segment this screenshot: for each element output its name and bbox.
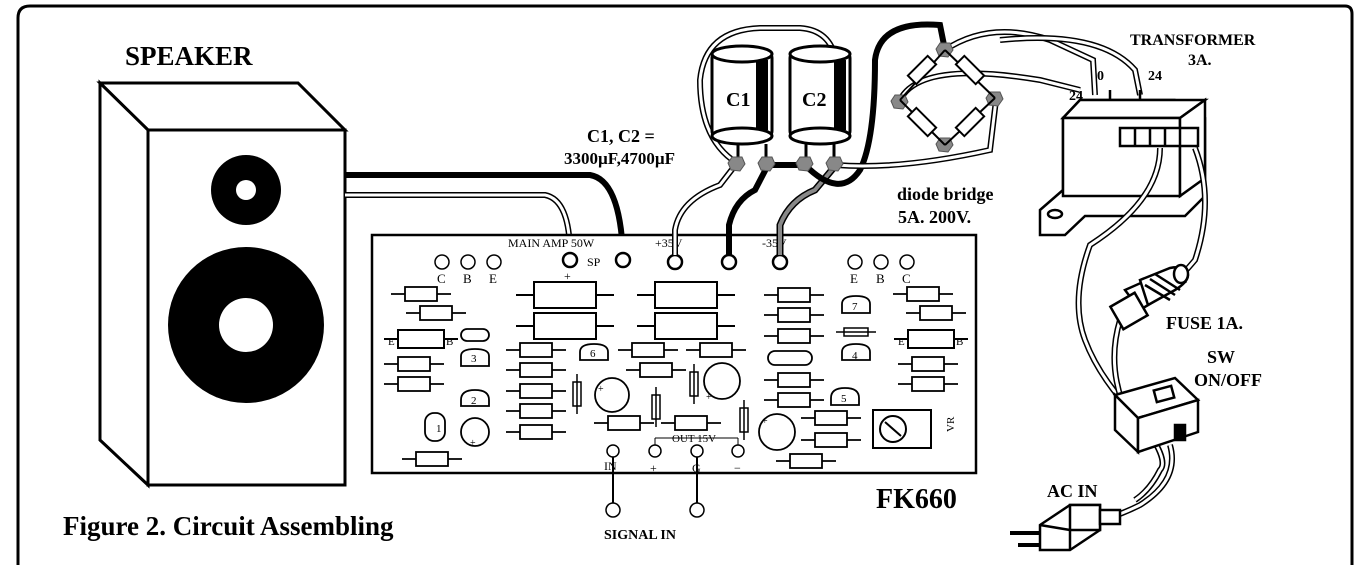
transistor-1-label: 1 bbox=[436, 423, 442, 435]
small-resistors bbox=[384, 286, 966, 469]
transistor-4-label: 4 bbox=[852, 350, 858, 362]
output-pads bbox=[648, 437, 745, 458]
power-wires bbox=[672, 21, 1143, 255]
figure-frame bbox=[16, 4, 1354, 565]
speaker-label: SPEAKER bbox=[125, 41, 253, 71]
resistor bbox=[519, 383, 553, 399]
pad-c-left: C bbox=[437, 271, 446, 286]
transistor-outlines bbox=[424, 295, 871, 442]
cap-plus-1: + bbox=[470, 438, 476, 449]
resistor bbox=[639, 362, 673, 378]
power-transistor-blocks bbox=[384, 329, 968, 349]
resistor bbox=[519, 362, 553, 378]
pad-b-mid-right: B bbox=[956, 336, 963, 348]
resistor bbox=[674, 415, 708, 431]
transistor-5-label: 5 bbox=[841, 393, 847, 405]
resistor bbox=[777, 307, 811, 323]
pad-e-mid-right: E bbox=[898, 336, 905, 348]
transistor-pads-left bbox=[434, 254, 502, 270]
transformer-icon bbox=[1038, 90, 1209, 237]
resistor bbox=[814, 410, 848, 426]
figure-caption: Figure 2. Circuit Assembling bbox=[63, 511, 394, 541]
resistor bbox=[911, 356, 945, 372]
switch-label-1: SW bbox=[1207, 347, 1235, 367]
capacitor-spec-line2: 3300µF,4700µF bbox=[564, 149, 675, 168]
signal-input-wires bbox=[605, 444, 705, 518]
tap-24-top-label: 24 bbox=[1148, 69, 1162, 84]
fuse-label: FUSE 1A. bbox=[1166, 313, 1243, 333]
resistor bbox=[415, 451, 449, 467]
resistor bbox=[777, 372, 811, 388]
cap-plus-4: + bbox=[762, 416, 768, 427]
switch-label-2: ON/OFF bbox=[1194, 370, 1262, 390]
main-amp-label: MAIN AMP 50W bbox=[508, 236, 595, 250]
resistor bbox=[404, 286, 438, 302]
transformer-label-1: TRANSFORMER bbox=[1130, 32, 1256, 49]
pad-b-mid-left: B bbox=[446, 336, 453, 348]
resistor bbox=[777, 328, 811, 344]
resistor bbox=[519, 403, 553, 419]
sp-plus-label: + bbox=[564, 269, 571, 283]
resistor bbox=[919, 305, 953, 321]
speaker-icon bbox=[96, 79, 349, 489]
resistor bbox=[906, 286, 940, 302]
signal-in-label: SIGNAL IN bbox=[604, 528, 676, 543]
tap-0-label: 0 bbox=[1097, 69, 1104, 84]
large-resistors bbox=[516, 281, 735, 340]
transformer-label-2: 3A. bbox=[1188, 52, 1212, 69]
board-terminals bbox=[561, 251, 789, 271]
pad-b-left: B bbox=[463, 271, 472, 286]
transistor-3-label: 3 bbox=[471, 353, 477, 365]
resistor bbox=[814, 432, 848, 448]
resistor bbox=[607, 415, 641, 431]
out-minus-label: − bbox=[734, 461, 741, 475]
out-plus-label: + bbox=[650, 461, 657, 475]
fuse-holder-icon bbox=[1108, 263, 1190, 331]
c2-label: C2 bbox=[802, 89, 826, 111]
resistor bbox=[519, 342, 553, 358]
pad-e-mid-left: E bbox=[388, 336, 395, 348]
pad-e-left: E bbox=[489, 271, 497, 286]
diode-bridge bbox=[899, 49, 996, 146]
plus-35v-label: +35V bbox=[655, 236, 683, 250]
vr-label: VR bbox=[945, 416, 957, 432]
resistor bbox=[397, 356, 431, 372]
vr-trimmer bbox=[872, 409, 932, 449]
resistor bbox=[397, 376, 431, 392]
filter-capacitor-c2 bbox=[788, 44, 852, 163]
pad-c-right: C bbox=[902, 271, 911, 286]
resistor bbox=[699, 342, 733, 358]
resistor bbox=[777, 392, 811, 408]
c1-label: C1 bbox=[726, 89, 750, 111]
filter-capacitor-c1 bbox=[710, 44, 774, 163]
sp-label: SP bbox=[587, 255, 601, 269]
resistor bbox=[419, 305, 453, 321]
transistor-7-label: 7 bbox=[852, 301, 858, 313]
capacitor-spec-line1: C1, C2 = bbox=[587, 126, 655, 146]
resistor bbox=[789, 453, 823, 469]
in-label: IN bbox=[604, 459, 617, 473]
ac-plug-icon bbox=[1010, 503, 1122, 552]
pad-e-right: E bbox=[850, 271, 858, 286]
diode-bridge-label-1: diode bridge bbox=[897, 184, 994, 204]
cap-plus-2: + bbox=[598, 384, 604, 395]
power-switch-icon bbox=[1112, 376, 1201, 455]
resistor bbox=[777, 287, 811, 303]
transistor-2-label: 2 bbox=[471, 395, 477, 407]
resistor bbox=[519, 424, 553, 440]
transistor-6-label: 6 bbox=[590, 348, 596, 360]
resistor bbox=[631, 342, 665, 358]
transistor-pads-right bbox=[847, 254, 915, 270]
out-15v-label: OUT 15V bbox=[672, 433, 716, 445]
board-capacitors bbox=[460, 362, 796, 451]
board-diodes bbox=[572, 327, 876, 440]
cap-plus-3: + bbox=[706, 392, 712, 403]
diode-bridge-label-2: 5A. 200V. bbox=[898, 207, 971, 227]
ac-in-label: AC IN bbox=[1047, 481, 1098, 501]
board-name-label: FK660 bbox=[876, 484, 957, 515]
resistor bbox=[911, 376, 945, 392]
g-label: G bbox=[692, 461, 701, 475]
pad-b-right: B bbox=[876, 271, 885, 286]
